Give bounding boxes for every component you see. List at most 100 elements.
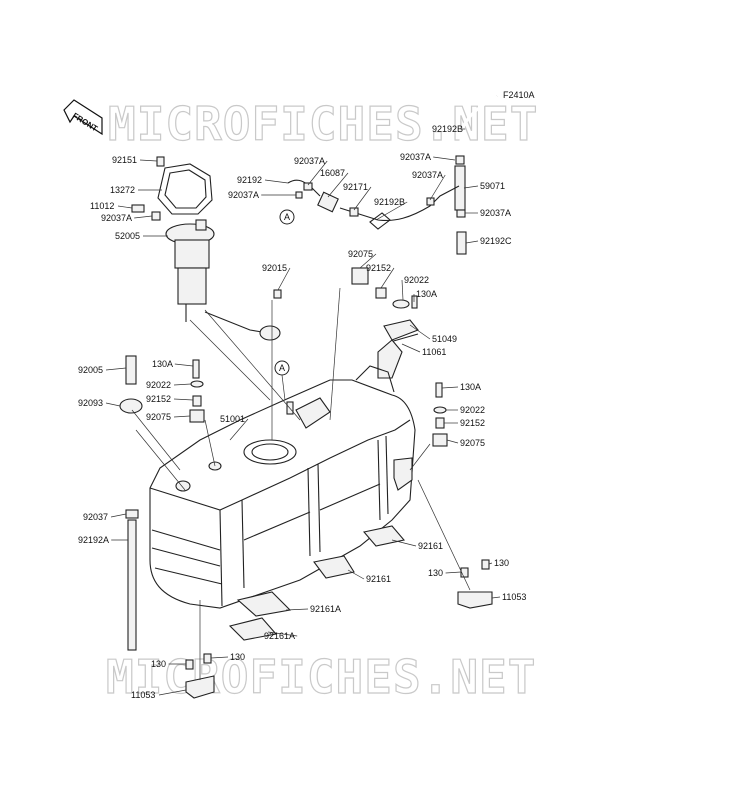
part-label-92152: 92152 (460, 418, 485, 428)
leader-line (375, 201, 408, 221)
connector-line (204, 309, 301, 421)
tank-brackets (185, 559, 493, 699)
leader-line (463, 185, 479, 189)
part-label-130a: 130A (416, 289, 437, 299)
leader-line (327, 172, 349, 198)
diagram-code: F2410A (503, 90, 535, 100)
leader-line (359, 253, 377, 269)
leader-line (401, 279, 404, 301)
filler-neck-parts (273, 267, 419, 379)
leader-line (488, 562, 493, 565)
part-label-130: 130 (494, 558, 509, 568)
part-label-92151: 92151 (112, 155, 137, 165)
part-label-13272: 13272 (110, 185, 135, 195)
part-label-92192a: 92192A (78, 535, 109, 545)
leader-line (465, 240, 479, 244)
part-label-92037a: 92037A (101, 213, 132, 223)
leader-line (401, 343, 421, 353)
part-label-92022: 92022 (460, 405, 485, 415)
leader-line (173, 383, 192, 386)
watermark-top: MICROFICHES.NET (108, 97, 538, 151)
part-label-130: 130 (428, 568, 443, 578)
part-label-92192: 92192 (237, 175, 262, 185)
connector-line (417, 479, 471, 591)
part-label-52005: 52005 (115, 231, 140, 241)
part-label-92037a: 92037A (294, 156, 325, 166)
leader-line (353, 186, 372, 211)
part-label-92075: 92075 (146, 412, 171, 422)
breather-hose-assembly (287, 94, 498, 255)
part-label-130: 130 (230, 652, 245, 662)
right-hardware (432, 382, 448, 447)
part-label-92093: 92093 (78, 398, 103, 408)
part-label-59071: 59071 (480, 181, 505, 191)
part-label-92037: 92037 (83, 512, 108, 522)
leader-line (441, 386, 459, 389)
part-label-16087: 16087 (320, 168, 345, 178)
leader-line (380, 267, 395, 289)
part-label-51049: 51049 (432, 334, 457, 344)
part-label-92152: 92152 (146, 394, 171, 404)
leader-line (174, 363, 194, 367)
connector-line (329, 287, 341, 421)
leader-line (210, 656, 229, 659)
part-label-92171: 92171 (343, 182, 368, 192)
fuel-pump-assembly (131, 156, 281, 341)
part-label-92152: 92152 (366, 263, 391, 273)
part-label-92037a: 92037A (412, 170, 443, 180)
part-label-92192b: 92192B (374, 197, 405, 207)
connector-line (135, 429, 186, 491)
leader-line (429, 174, 446, 201)
part-label-130a: 130A (152, 359, 173, 369)
part-label-11053: 11053 (502, 592, 526, 602)
watermark-bottom: MICROFICHES.NET (106, 650, 536, 704)
leader-line (105, 402, 121, 407)
connector-line (409, 443, 431, 471)
part-label-92037a: 92037A (480, 208, 511, 218)
front-arrow-icon: FRONT (63, 99, 103, 136)
leader-line (105, 367, 127, 371)
connector-line (204, 419, 216, 467)
leader-line (173, 398, 194, 401)
part-label-92161: 92161 (418, 541, 443, 551)
part-label-11053: 11053 (131, 690, 155, 700)
part-label-92037a: 92037A (228, 190, 259, 200)
part-label-11012: 11012 (90, 201, 114, 211)
fuel-tank (149, 365, 416, 609)
part-label-92075: 92075 (460, 438, 485, 448)
leader-line (491, 596, 501, 599)
leader-line (134, 215, 153, 219)
leader-line (446, 439, 459, 444)
part-label-92022: 92022 (146, 380, 171, 390)
part-label-92161a: 92161A (264, 631, 295, 641)
leader-line (285, 608, 309, 611)
leader-lines (105, 128, 501, 696)
leader-line (433, 156, 456, 161)
connector-line (189, 319, 271, 401)
svg-text:A: A (284, 212, 290, 222)
leader-line (158, 689, 187, 696)
connector-line (131, 409, 181, 471)
part-label-130: 130 (151, 659, 166, 669)
svg-text:A: A (279, 363, 285, 373)
part-label-92161: 92161 (366, 574, 391, 584)
leader-line (264, 179, 289, 184)
tank-pads (228, 525, 406, 641)
leader-line (229, 418, 249, 441)
part-label-92005: 92005 (78, 365, 103, 375)
leader-line (307, 160, 328, 186)
part-label-92192b: 92192B (432, 124, 463, 134)
leader-line (409, 324, 431, 340)
leader-line (347, 569, 365, 580)
leader-line (277, 267, 291, 291)
part-label-130a: 130A (460, 382, 481, 392)
part-label-92015: 92015 (262, 263, 287, 273)
leader-line (110, 513, 127, 518)
part-label-11061: 11061 (422, 347, 446, 357)
leader-line (267, 631, 298, 637)
ref-mark-a-top: A (279, 209, 295, 225)
leader-line (117, 205, 133, 209)
part-label-92037a: 92037A (400, 152, 431, 162)
